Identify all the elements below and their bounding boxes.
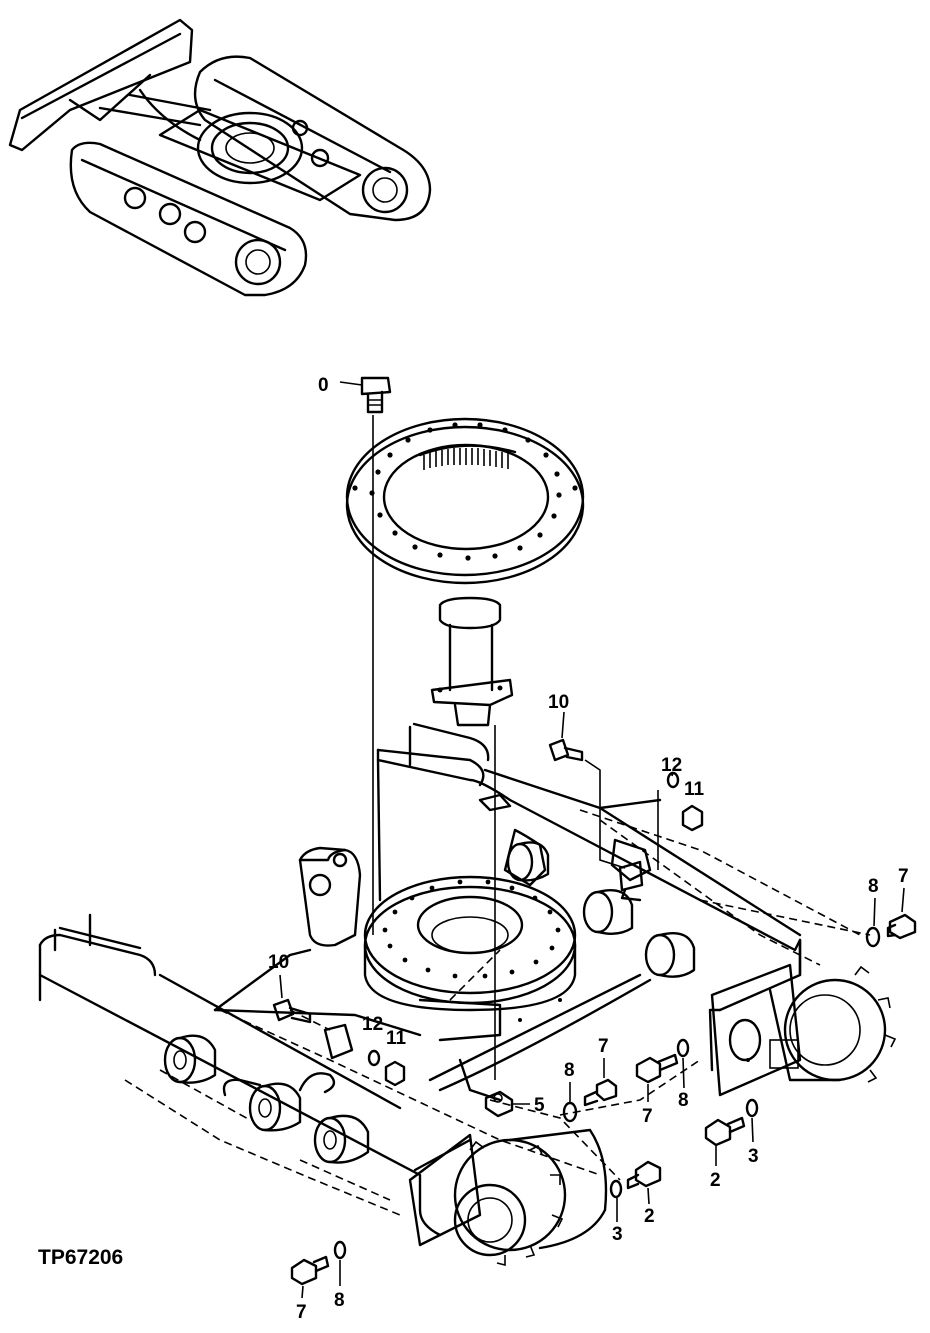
washer-8-mid-right (676, 1038, 690, 1058)
overview-inset (8, 18, 432, 297)
bolt-7-mid-top (583, 1078, 618, 1107)
callout-12-lower: 12 (362, 1014, 383, 1035)
bolt-5 (484, 1090, 514, 1118)
clip-bracket-upper (618, 860, 644, 902)
callout-7-right: 7 (898, 866, 909, 887)
main-assembly (38, 376, 917, 1286)
clip-bracket-lower (323, 1023, 354, 1060)
bolt-10-upper (548, 738, 584, 762)
callout-5: 5 (534, 1095, 545, 1116)
bolt-10-lower (272, 998, 312, 1024)
callout-labels: 0 10 12 11 8 7 10 12 11 5 8 7 7 8 2 3 2 … (268, 375, 909, 1323)
bolt-2-right (704, 1116, 746, 1147)
washer-12-lower (367, 1049, 381, 1067)
callout-10-upper: 10 (548, 692, 569, 713)
washer-3-bottom (609, 1179, 623, 1199)
track-roller-2 (248, 1082, 302, 1132)
callout-3-bottom: 3 (612, 1224, 623, 1245)
washer-8-bottom (333, 1240, 347, 1260)
bolt-0 (339, 376, 392, 414)
bolt-7-right (886, 913, 917, 940)
bolt-2-bottom (626, 1160, 662, 1190)
callout-7-mid-left: 7 (642, 1106, 653, 1127)
callout-11-lower: 11 (386, 1028, 407, 1049)
callout-0: 0 (318, 375, 329, 396)
washer-8-mid (562, 1101, 578, 1123)
hose-loop (222, 1072, 336, 1097)
figure-id: TP67206 (38, 1246, 123, 1269)
nut-11-lower (384, 1060, 406, 1087)
callout-7-bottom: 7 (296, 1302, 307, 1323)
callout-8-mid: 8 (564, 1060, 575, 1081)
callout-12-upper: 12 (661, 755, 682, 776)
washer-3-right (745, 1098, 759, 1118)
center-swivel-joint (430, 596, 514, 727)
callout-10-lower: 10 (268, 952, 289, 973)
callout-7-mid-top: 7 (598, 1036, 609, 1057)
swing-bearing (345, 417, 585, 585)
track-roller-4 (582, 888, 634, 935)
nut-11-upper (681, 804, 704, 832)
track-roller-5 (644, 931, 696, 978)
callout-8-bottom: 8 (334, 1290, 345, 1311)
callout-leaders (279, 711, 905, 1299)
callout-3-right: 3 (748, 1146, 759, 1167)
callout-2-right: 2 (710, 1170, 721, 1191)
callout-11-upper: 11 (684, 779, 705, 800)
main-frame (213, 846, 652, 1102)
leader-lines (124, 759, 871, 1216)
bolt-7-bottom (290, 1255, 330, 1286)
track-roller-3 (313, 1114, 370, 1164)
sprocket-front (408, 1128, 608, 1267)
track-roller-6 (506, 841, 550, 882)
sprocket-rear (710, 963, 897, 1097)
bolt-7-mid-left (635, 1053, 679, 1084)
callout-2-bottom: 2 (644, 1206, 655, 1227)
lower-track-frame (38, 913, 472, 1237)
track-roller-1 (163, 1034, 217, 1084)
callout-8-mid-right: 8 (678, 1090, 689, 1111)
callout-8-right: 8 (868, 876, 879, 897)
washer-8-right (865, 926, 881, 948)
